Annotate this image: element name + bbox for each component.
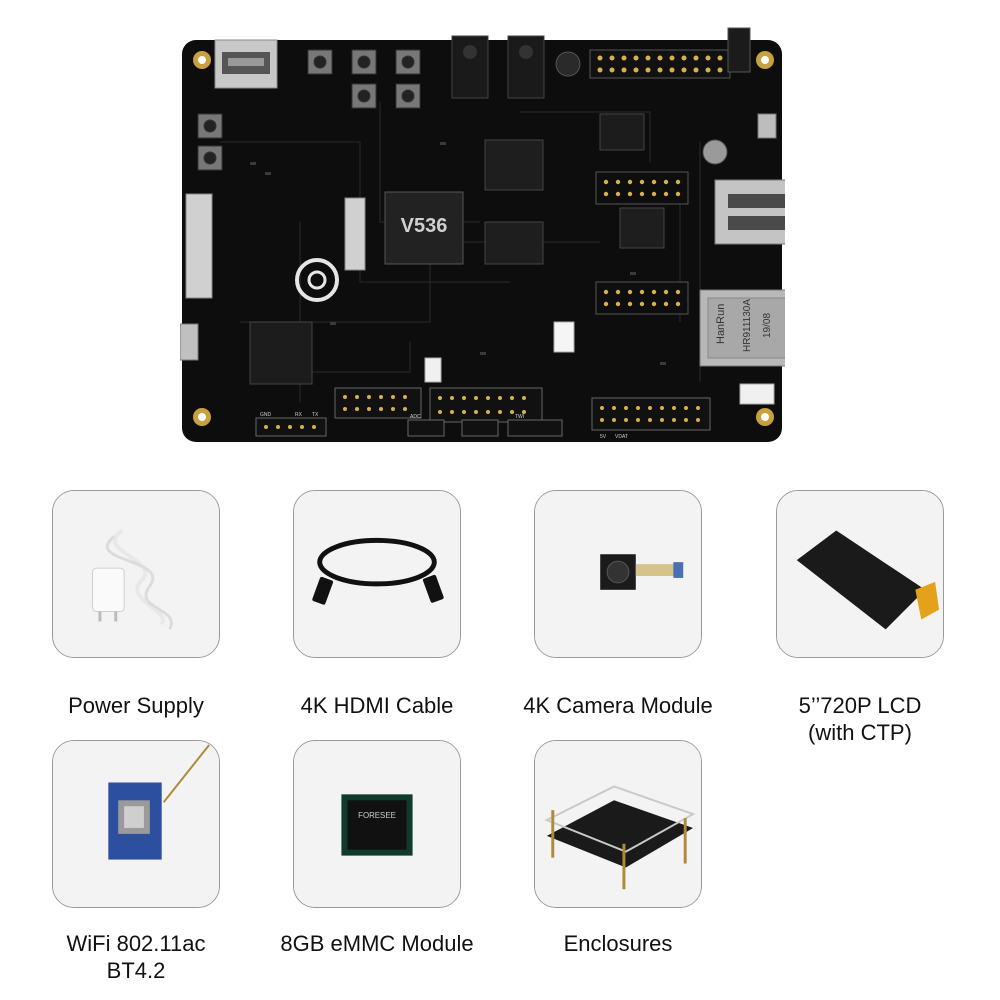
boot-switch: [553, 321, 575, 353]
mounting-hole: [193, 51, 211, 69]
emmc-module-photo: FORESEE: [293, 740, 461, 908]
enclosure-photo: [534, 740, 702, 908]
caption-lcd: 5’’720P LCD (with CTP): [740, 692, 980, 746]
silk-twi: TWI: [515, 414, 524, 420]
codec-chip: [599, 113, 645, 151]
rj45-date-text: 19/08: [762, 313, 773, 338]
power-supply-photo: [52, 490, 220, 658]
caption-lcd-line1: 5’’720P LCD: [798, 693, 922, 718]
battery-connector: [739, 383, 775, 405]
camera-fpc-connector: [344, 197, 366, 271]
bottom-pin-headers: GND RX TX ADC TWI 5V VDAT: [255, 387, 711, 440]
led-indicator: [424, 357, 442, 383]
caption-camera-module: 4K Camera Module: [523, 693, 713, 718]
caption-hdmi-cable: 4K HDMI Cable: [300, 693, 454, 718]
flash-chip: [249, 321, 313, 385]
caption-wifi-line2: BT4.2: [106, 958, 166, 983]
dc-power-jack: [727, 27, 751, 73]
caption-lcd-line2: (with CTP): [808, 720, 912, 745]
mounting-hole: [756, 408, 774, 426]
soc-chip-label: V536: [401, 215, 448, 237]
board-logo: [295, 258, 339, 302]
caption-wifi: WiFi 802.11ac BT4.2: [16, 930, 256, 984]
usb-a-ports: [714, 179, 804, 245]
memory-chip: [484, 221, 544, 265]
microphone: [555, 51, 581, 77]
lcd-fpc-connector: [185, 193, 213, 299]
silk-gnd: GND: [260, 412, 272, 418]
top-pin-header: [589, 49, 731, 79]
silk-vdat: VDAT: [615, 434, 628, 440]
push-buttons: [197, 49, 421, 171]
capacitor: [702, 139, 728, 165]
wifi-module-photo: [52, 740, 220, 908]
hdmi-port: [214, 39, 278, 89]
ethernet-phy-chip: [619, 207, 665, 249]
silk-rx: RX: [295, 412, 303, 418]
micro-usb-port: [757, 113, 777, 139]
mounting-hole: [756, 51, 774, 69]
caption-power-supply: Power Supply: [68, 693, 204, 718]
soc-chip: V536: [384, 191, 464, 265]
emmc-chip-text: FORESEE: [358, 811, 396, 820]
hdmi-cable-photo: [293, 490, 461, 658]
silk-tx: TX: [312, 412, 319, 418]
rj45-brand-text: HanRun: [715, 304, 727, 344]
rj45-model-text: HR911130A: [742, 299, 753, 352]
dev-board-illustration: HanRun HR911130A 19/08 V536: [179, 27, 804, 442]
memory-chip: [484, 139, 544, 191]
dev-board-photo: HanRun HR911130A 19/08 V536: [179, 22, 804, 447]
audio-jacks: [451, 35, 545, 99]
tp-connector: [179, 323, 199, 361]
lcd-panel-photo: [776, 490, 944, 658]
caption-enclosures: Enclosures: [563, 931, 673, 956]
mounting-hole: [193, 408, 211, 426]
camera-module-photo: [534, 490, 702, 658]
silk-5v: 5V: [600, 434, 607, 440]
right-pin-headers: [595, 171, 689, 315]
rj45-ethernet-port: HanRun HR911130A 19/08: [699, 289, 801, 367]
caption-wifi-line1: WiFi 802.11ac: [66, 931, 206, 956]
caption-emmc: 8GB eMMC Module: [280, 931, 474, 956]
silk-adc: ADC: [410, 414, 421, 420]
